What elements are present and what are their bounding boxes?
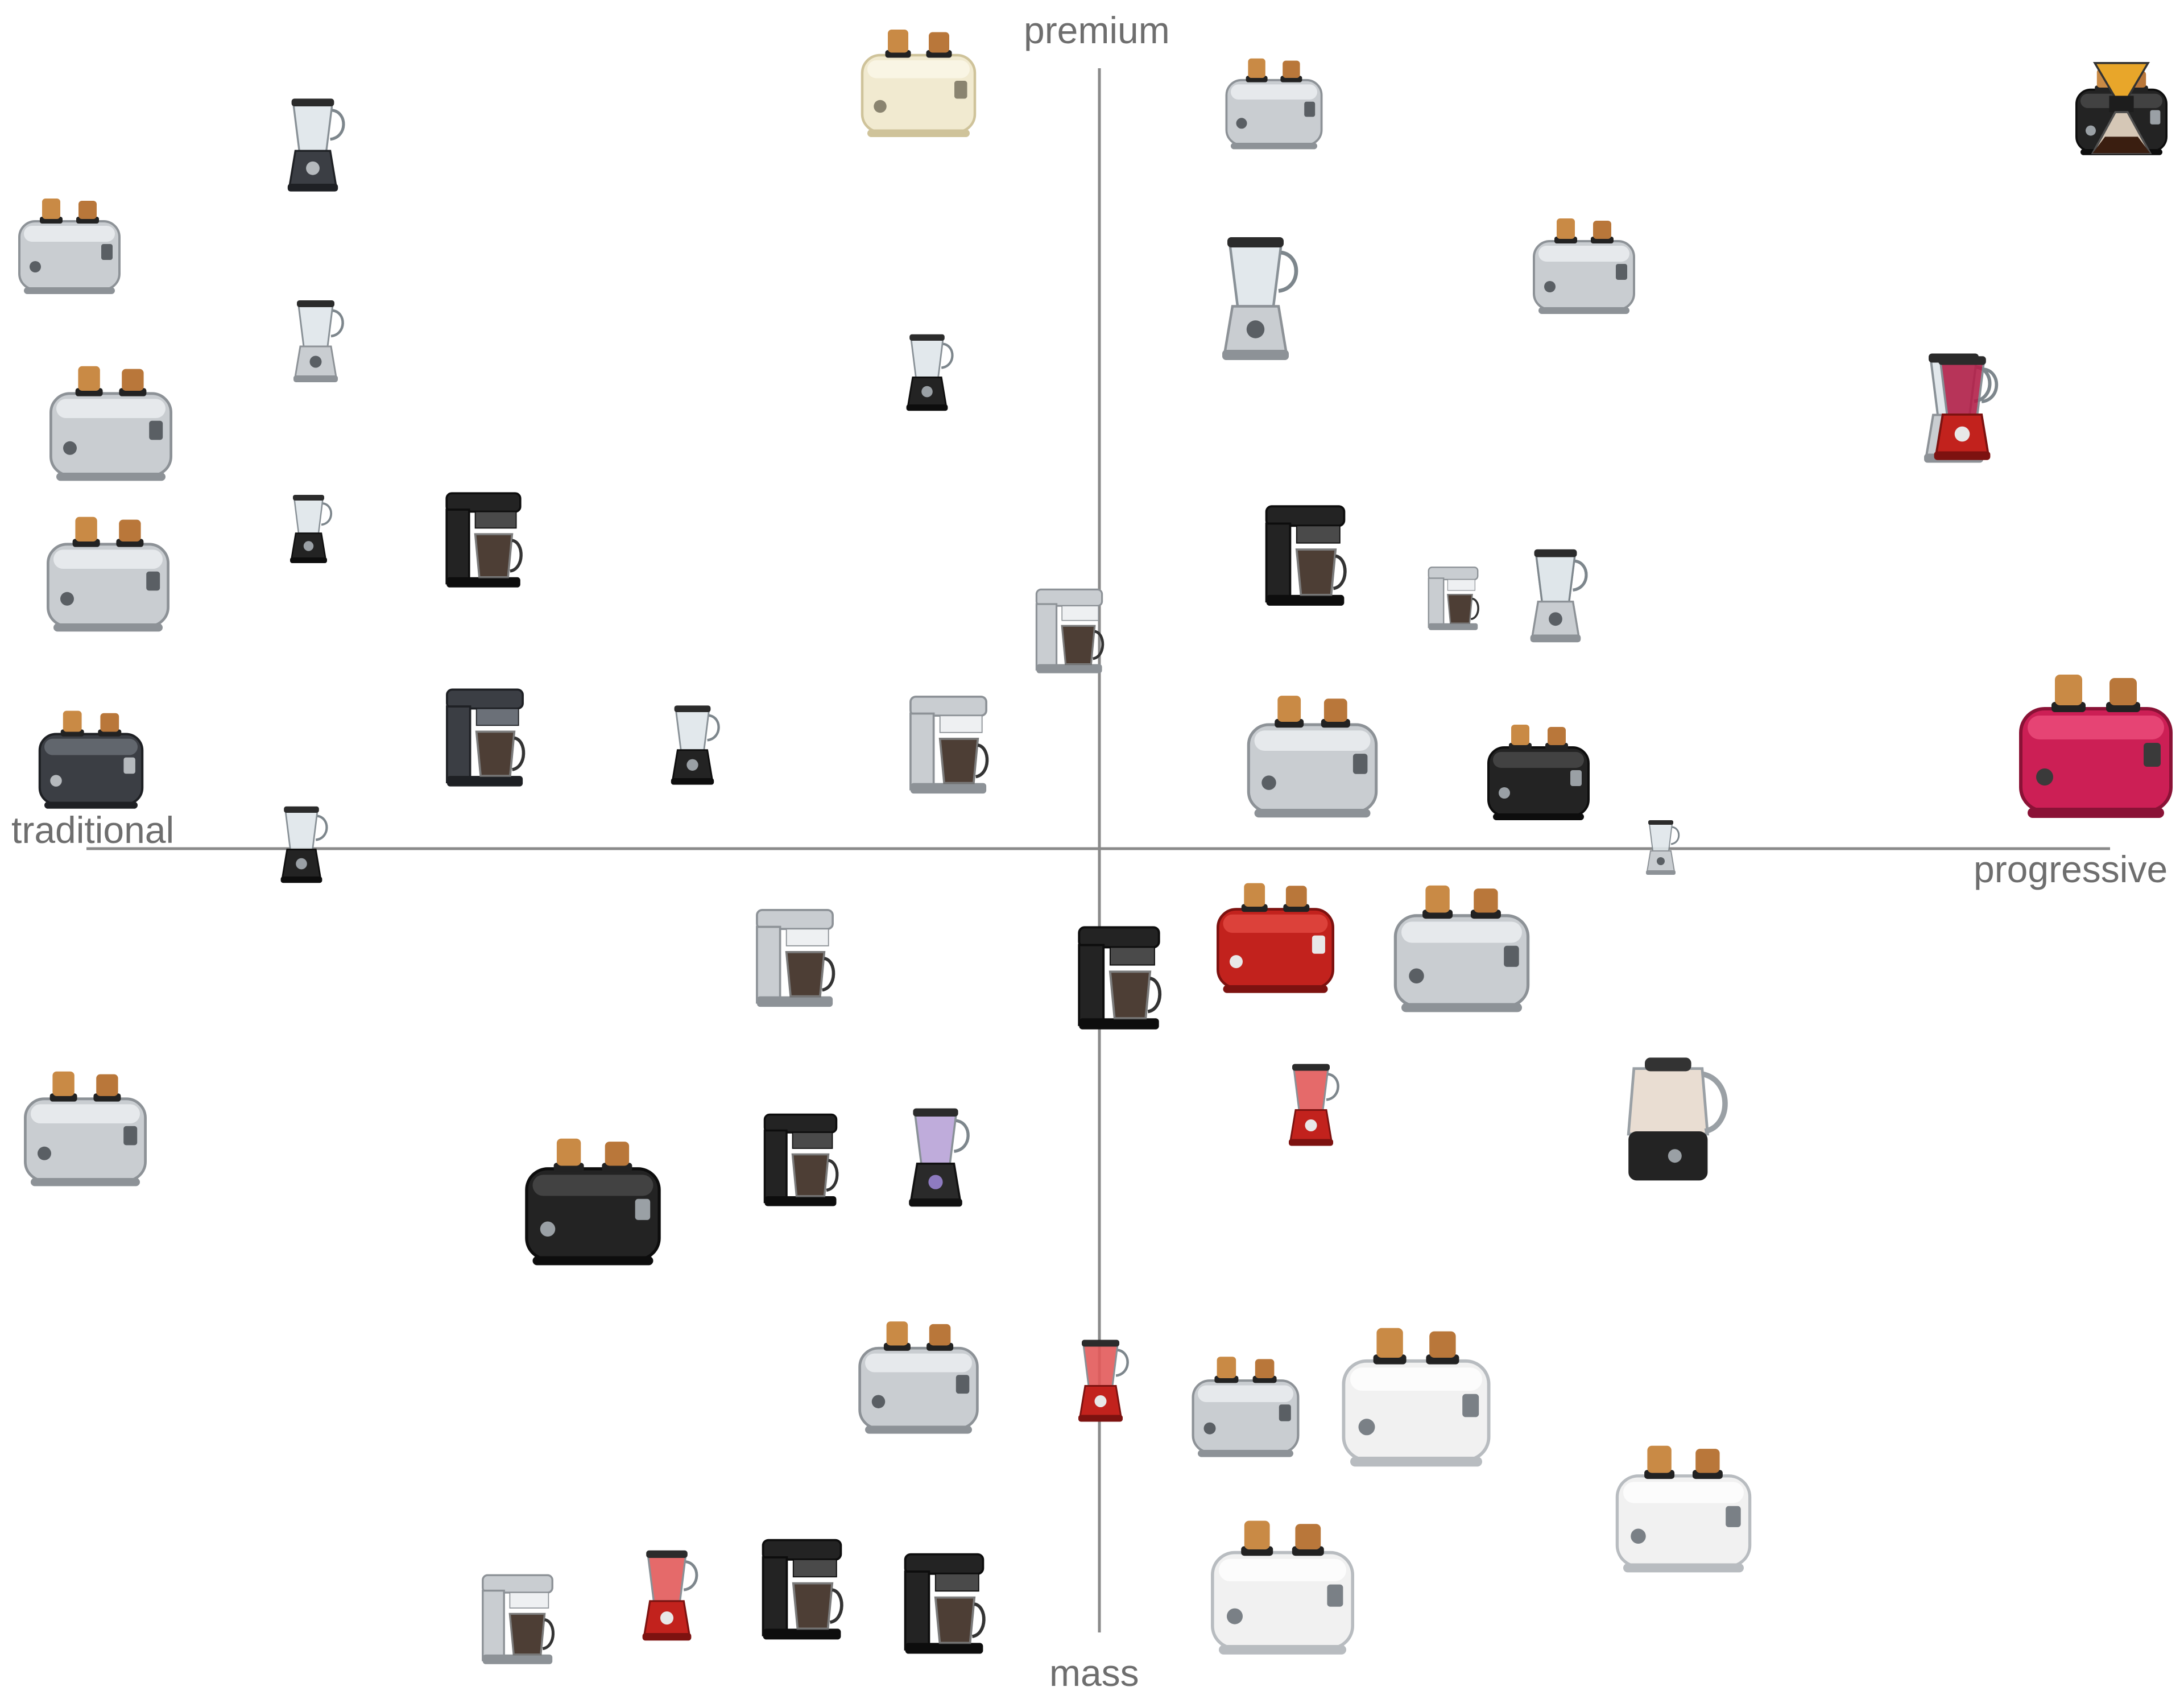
product-toaster-image [24,1071,147,1187]
product-toaster-image [1247,696,1378,818]
product-toaster-image [2019,675,2173,818]
product-coffee-image [445,492,523,588]
product-blender-image [287,98,345,192]
axis-label-mass: mass [1049,1652,1139,1694]
product-coffee-image [1428,567,1479,630]
product-blender-image [1934,356,1999,460]
product-coffee-image [482,1574,555,1664]
axis-label-progressive: progressive [1974,848,2168,890]
product-toaster-image [38,710,144,809]
product-coffee-image [1265,505,1347,606]
product-toaster-image [1533,218,1635,314]
product-coffee-image [756,909,835,1007]
product-blender-image [1646,820,1680,875]
product-toaster-image [1211,1520,1354,1655]
product-toaster-image [1487,725,1590,820]
product-toaster-image [1225,58,1323,150]
product-blender-image [280,806,328,883]
product-toaster-image [49,366,172,481]
product-toaster-image [1393,885,1530,1012]
product-toaster-image [861,30,977,137]
product-coffee-image [1078,926,1162,1030]
product-blender-image [642,1550,698,1641]
product-coffee-image [763,1113,839,1206]
product-toaster-image [525,1138,661,1266]
axis-label-traditional: traditional [11,809,175,851]
product-toaster-image [1192,1357,1300,1457]
product-blender-image [290,495,332,563]
product-toaster-image [858,1321,979,1434]
product-coffee-image [904,1553,986,1654]
product-blender-image [906,334,954,411]
product-blender-image [1222,237,1298,360]
product-toaster-image [1615,1445,1752,1573]
product-toaster-image [47,516,169,632]
product-blender-image [1078,1340,1129,1422]
product-blender-image [1530,549,1588,643]
product-blender-image [1289,1064,1339,1146]
product-blender-image [909,1108,970,1207]
product-toaster-image [1217,883,1334,993]
product-kettle-image [1627,1057,1728,1181]
product-coffee-image [1035,588,1105,673]
product-coffee-image [446,688,526,787]
axis-label-premium: premium [1024,9,1170,51]
product-coffee-image [762,1539,843,1640]
product-toaster-image [1342,1328,1491,1467]
product-blender-image [671,705,720,785]
product-toaster-image [18,199,121,294]
product-coffee-image [909,696,989,794]
product-pourover-image [2091,62,2152,154]
product-blender-image [293,300,344,382]
